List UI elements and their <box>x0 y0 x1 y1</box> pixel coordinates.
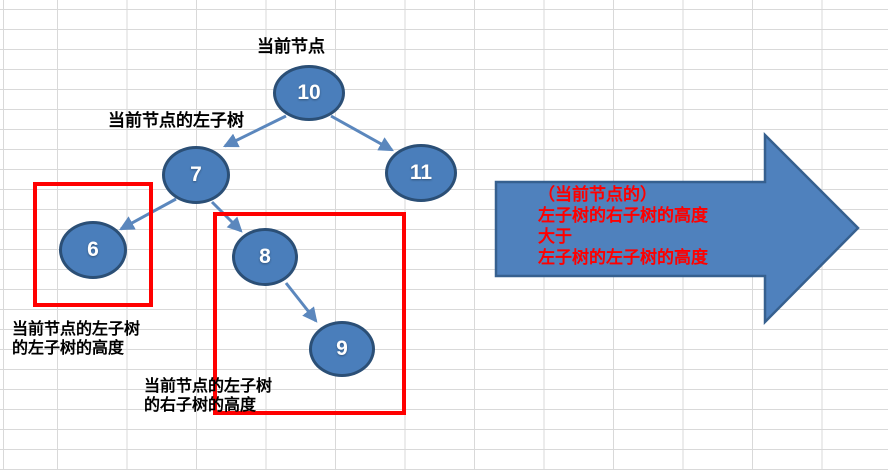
tree-node-9: 9 <box>309 321 375 377</box>
tree-node-6: 6 <box>59 221 127 279</box>
label-left-right-line1: 当前节点的左子树 <box>144 378 273 395</box>
edge-10-11 <box>330 114 394 152</box>
arrow-note-text: （当前节点的） 左子树的右子树的高度 大于 左子树的左子树的高度 <box>538 184 708 268</box>
tree-node-8: 8 <box>232 228 298 286</box>
tree-node-10: 10 <box>273 65 345 121</box>
arrow-note-line1: （当前节点的） <box>538 185 657 204</box>
label-left-right-line2: 的右子树的高度 <box>144 397 257 414</box>
label-current-node: 当前节点 <box>257 37 325 56</box>
tree-node-7: 7 <box>162 146 230 204</box>
arrow-note-line2: 左子树的右子树的高度 <box>538 206 708 225</box>
label-left-left-line2: 的左子树的高度 <box>12 340 125 357</box>
label-left-left-line1: 当前节点的左子树 <box>12 321 141 338</box>
label-current-left-subtree: 当前节点的左子树 <box>108 111 244 130</box>
arrow-note-line3: 大于 <box>538 227 572 246</box>
arrow-note-line4: 左子树的左子树的高度 <box>538 248 708 267</box>
tree-node-11: 11 <box>385 144 457 202</box>
label-left-right-subtree-height: 当前节点的左子树 的右子树的高度 <box>144 377 272 415</box>
label-left-left-subtree-height: 当前节点的左子树 的左子树的高度 <box>12 320 140 358</box>
highlight-rect-left-left-subtree <box>33 182 153 307</box>
highlight-rect-left-right-subtree <box>213 212 406 415</box>
